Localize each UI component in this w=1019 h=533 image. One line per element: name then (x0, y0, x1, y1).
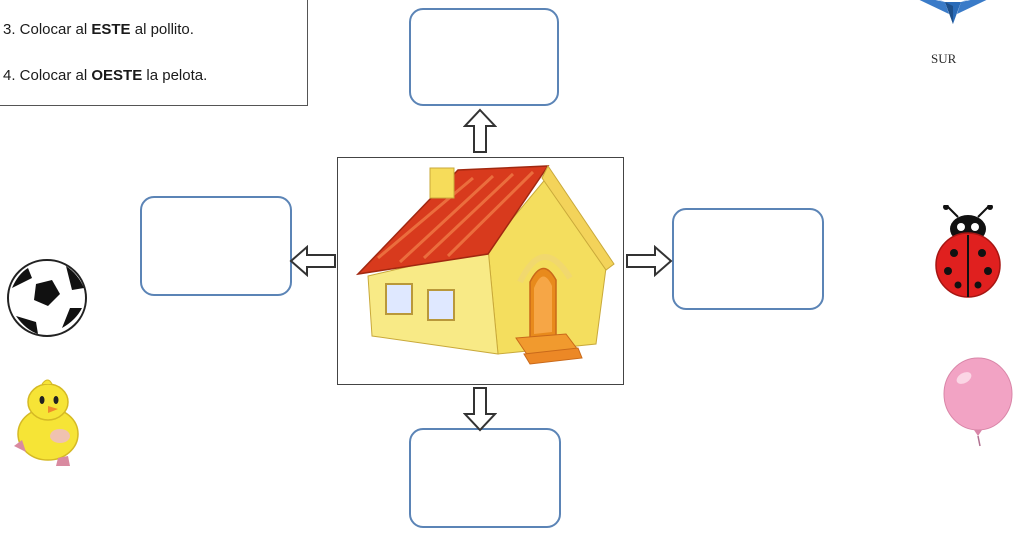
house-frame (337, 157, 624, 385)
arrow-up-icon (463, 108, 497, 153)
chick-icon (14, 379, 79, 466)
answer-box-west[interactable] (140, 196, 292, 296)
instruction-4-suffix: la pelota. (142, 67, 208, 84)
answer-box-east[interactable] (672, 208, 824, 310)
soccer-ball-icon (7, 259, 87, 337)
arrow-right-icon (626, 245, 673, 277)
arrow-left-icon (289, 245, 336, 277)
answer-box-north[interactable] (409, 8, 559, 106)
instruction-4: 4. Colocar al OESTE la pelota. (3, 67, 207, 84)
answer-box-south[interactable] (409, 428, 561, 528)
house-icon (355, 165, 615, 365)
ladybug-icon (935, 205, 1001, 298)
instruction-3-prefix: 3. Colocar al (3, 21, 92, 38)
balloon-icon (943, 357, 1013, 447)
instruction-4-direction: OESTE (91, 67, 143, 84)
compass-label-south: SUR (931, 51, 957, 66)
instruction-3: 3. Colocar al ESTE al pollito. (3, 21, 194, 38)
instruction-3-suffix: al pollito. (130, 21, 194, 38)
instruction-3-direction: ESTE (91, 21, 131, 38)
instruction-4-prefix: 4. Colocar al (3, 67, 92, 84)
compass-star-icon (919, 0, 987, 24)
arrow-down-icon (463, 387, 497, 432)
instructions-card: 3. Colocar al ESTE al pollito. 4. Coloca… (0, 0, 308, 106)
